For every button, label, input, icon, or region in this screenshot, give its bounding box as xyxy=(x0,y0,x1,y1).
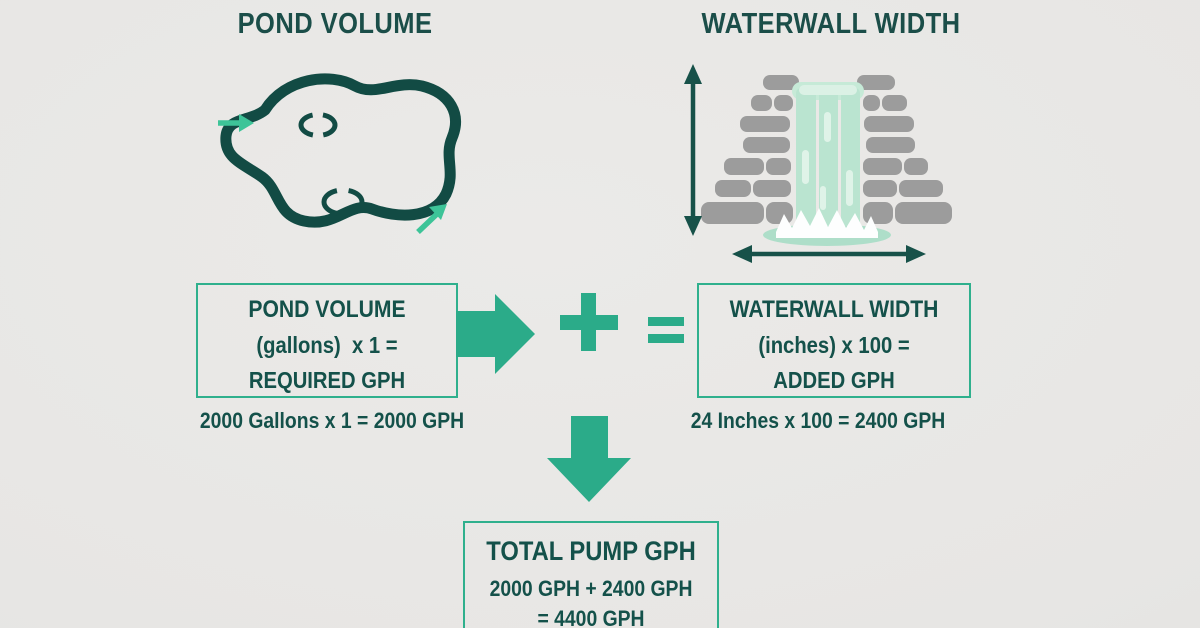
outflow-arrow-icon xyxy=(416,204,447,234)
pond-example-text: 2000 Gallons x 1 = 2000 GPH xyxy=(199,408,465,433)
waterwall-width-title: WATERWALL WIDTH xyxy=(701,8,961,40)
pond-formula-line2: (gallons) x 1 = xyxy=(256,332,398,358)
inflow-arrow-icon xyxy=(218,114,254,132)
total-box-result: = 4400 GPH xyxy=(537,606,645,628)
width-measure-arrow-icon xyxy=(732,245,926,263)
flow-arrow-down-icon xyxy=(547,416,631,502)
waterfall-illustration xyxy=(684,64,952,263)
height-measure-arrow-icon xyxy=(684,64,702,236)
waterwall-formula-line1: WATERWALL WIDTH xyxy=(729,296,939,323)
waterwall-example-text: 24 Inches x 100 = 2400 GPH xyxy=(690,408,946,433)
stone-wall xyxy=(701,75,952,224)
plus-icon xyxy=(560,293,618,351)
pond-formula-box: POND VOLUME (gallons) x 1 = REQUIRED GPH xyxy=(196,283,458,398)
equals-icon xyxy=(648,317,684,343)
waterwall-formula-box: WATERWALL WIDTH (inches) x 100 = ADDED G… xyxy=(697,283,971,398)
splash xyxy=(776,208,878,238)
pond-depth-marker-icon xyxy=(321,187,365,217)
pond-formula-line3: REQUIRED GPH xyxy=(248,367,406,393)
flow-arrow-right-icon xyxy=(456,294,535,374)
total-box-sum: 2000 GPH + 2400 GPH xyxy=(489,576,693,601)
pond-illustration xyxy=(218,73,461,234)
pond-volume-title: POND VOLUME xyxy=(237,8,433,40)
total-box-title: TOTAL PUMP GPH xyxy=(486,536,696,566)
pond-formula-line1: POND VOLUME xyxy=(248,296,406,323)
pond-depth-marker-icon xyxy=(298,112,338,138)
waterwall-formula-line2: (inches) x 100 = xyxy=(758,332,910,358)
pond-outline xyxy=(220,73,461,228)
waterwall-formula-line3: ADDED GPH xyxy=(773,367,895,393)
total-pump-gph-box: TOTAL PUMP GPH 2000 GPH + 2400 GPH = 440… xyxy=(463,521,719,628)
waterfall-stream xyxy=(792,82,864,226)
